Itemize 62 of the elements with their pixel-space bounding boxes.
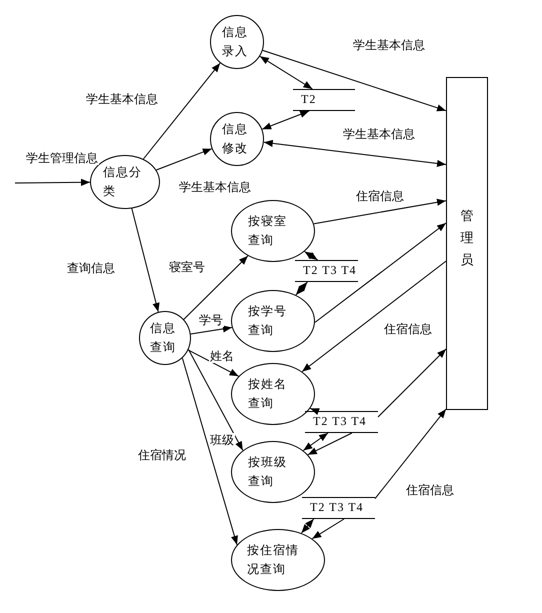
arrow — [302, 260, 446, 372]
edge-label: 学生基本信息 — [342, 127, 416, 141]
data-store — [295, 260, 358, 282]
node-label: T2 T3 T4 — [303, 262, 357, 280]
arrow — [259, 56, 313, 90]
edge-label: 查询信息 — [66, 261, 116, 275]
node-label: 按学号查询 — [248, 302, 288, 339]
node-label: 信息录入 — [222, 24, 249, 60]
arrow — [304, 251, 318, 260]
arrow — [314, 222, 446, 323]
edge-label: 学生基本信息 — [178, 180, 252, 194]
arrow — [262, 110, 310, 130]
arrow — [190, 325, 232, 334]
data-store — [302, 497, 375, 519]
edge-label: 学生基本信息 — [85, 92, 159, 106]
node-label: T2 T3 T4 — [313, 413, 367, 430]
arrow — [302, 432, 328, 451]
node-label: 按寝室查询 — [248, 212, 288, 249]
arrow — [156, 148, 212, 170]
node-label: T2 — [301, 91, 316, 108]
node-label: 信息修改 — [222, 120, 249, 157]
node-label: T2 T3 T4 — [310, 499, 364, 516]
node-label: 按住宿情况查询 — [247, 542, 300, 578]
arrow — [183, 255, 248, 320]
node-label: 按姓名查询 — [248, 376, 288, 412]
arrow — [307, 432, 352, 456]
arrow — [313, 198, 446, 224]
node-label: 管理员 — [460, 208, 474, 270]
arrow — [378, 348, 446, 418]
arrow — [182, 358, 238, 546]
edge-label: 住宿情况 — [137, 448, 187, 462]
edge-label: 学生基本信息 — [352, 38, 426, 52]
arrow — [262, 50, 446, 112]
arrow — [374, 408, 446, 500]
node-label: 信息查询 — [150, 320, 177, 356]
edge-label: 住宿信息 — [383, 322, 433, 336]
edge-label: 班级 — [209, 433, 235, 447]
edge-label: 学生管理信息 — [25, 151, 99, 165]
arrow — [188, 350, 240, 377]
arrow — [300, 518, 314, 534]
process-circle — [210, 112, 264, 166]
edge-label: 住宿信息 — [405, 483, 455, 497]
process-circle — [210, 15, 264, 69]
data-store — [305, 411, 378, 433]
node-label: 按班级查询 — [248, 454, 288, 490]
arrow — [295, 282, 308, 296]
arrow — [142, 62, 221, 160]
arrow — [310, 408, 320, 415]
data-store — [293, 89, 355, 111]
entity-box — [446, 77, 488, 410]
process-circle — [231, 363, 315, 425]
node-label: 信息分类 — [103, 164, 143, 200]
edge-label: 住宿信息 — [355, 189, 405, 203]
arrow — [14, 178, 90, 186]
arrow — [263, 140, 446, 167]
edge-label: 寝室号 — [168, 260, 206, 274]
process-circle — [139, 311, 191, 365]
edge-label: 姓名 — [209, 349, 235, 363]
edge-label: 学号 — [198, 313, 224, 327]
arrow — [312, 518, 344, 540]
arrow — [188, 349, 244, 451]
arrow — [131, 208, 160, 312]
